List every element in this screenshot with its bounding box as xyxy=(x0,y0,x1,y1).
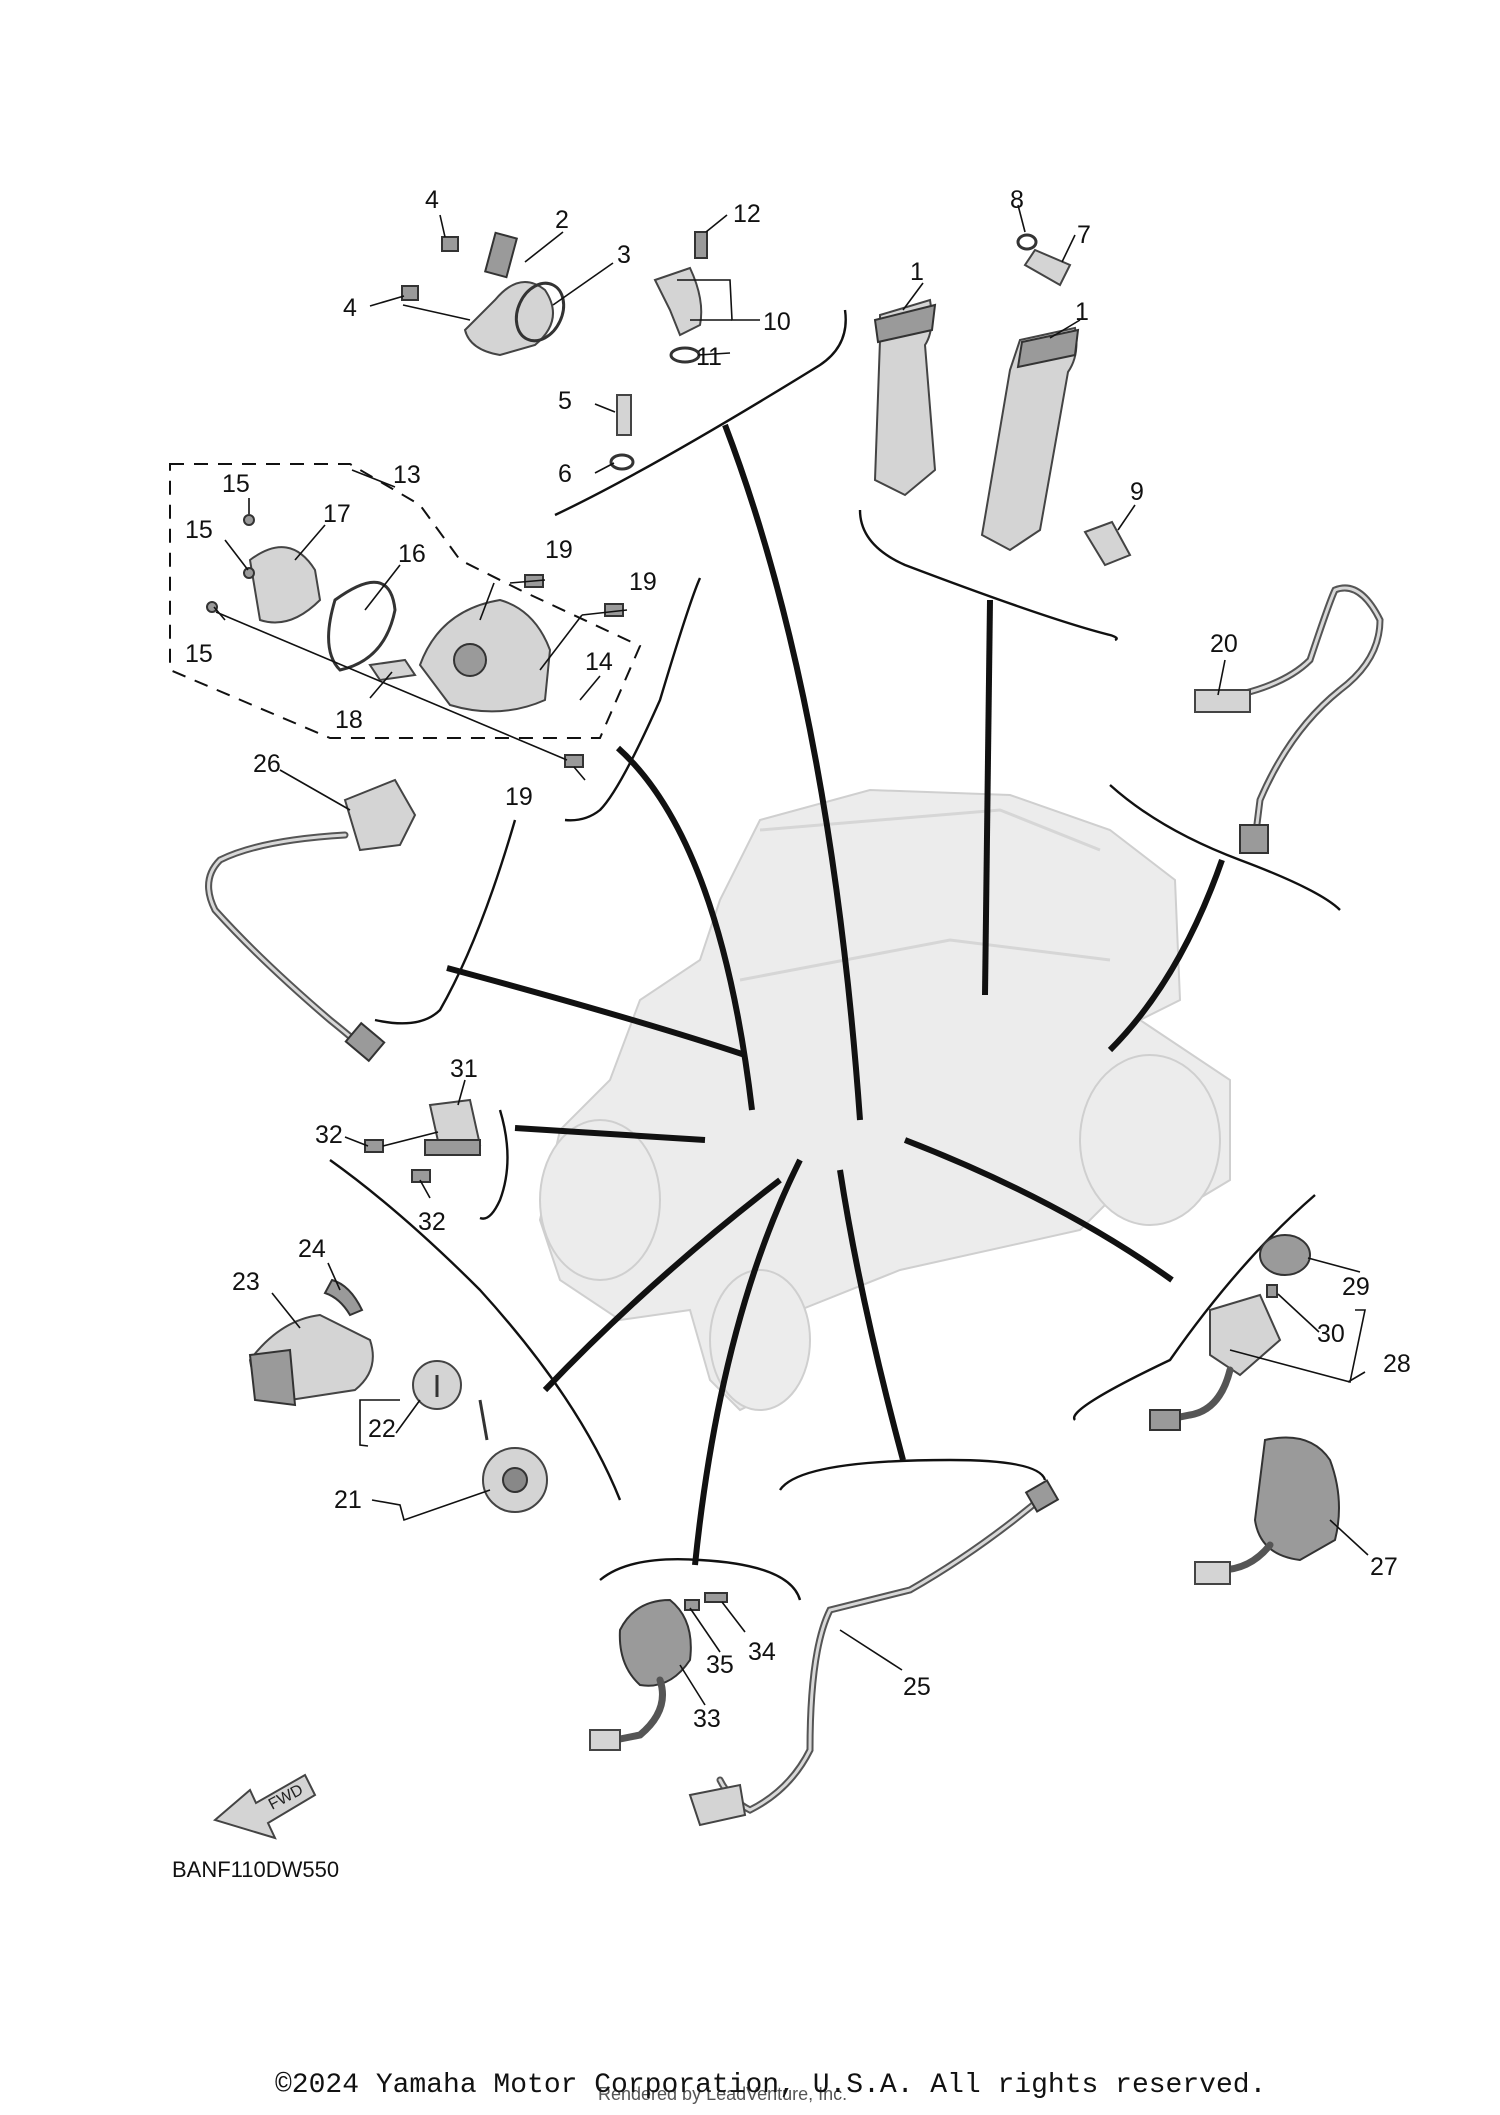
part-28-rectifier xyxy=(1149,1293,1282,1431)
callout-25: 25 xyxy=(903,1673,931,1701)
part-10-sensor xyxy=(653,266,703,337)
callout-15-c: 15 xyxy=(185,640,213,668)
part-11-oring xyxy=(669,346,701,364)
part-25-sensor xyxy=(688,1479,1060,1827)
callout-19-a: 19 xyxy=(545,536,573,564)
part-7-sensor xyxy=(1023,248,1072,287)
callout-31: 31 xyxy=(450,1055,478,1083)
callout-26: 26 xyxy=(253,750,281,778)
part-8-oring xyxy=(1016,233,1038,251)
callout-4-upper: 4 xyxy=(425,186,439,214)
callout-15-a: 15 xyxy=(222,470,250,498)
group-brackets xyxy=(329,309,1341,1601)
callout-29: 29 xyxy=(1342,1273,1370,1301)
callout-18: 18 xyxy=(335,706,363,734)
part-24-cover xyxy=(323,1278,364,1317)
callout-5: 5 xyxy=(558,387,572,415)
part-34-screw xyxy=(704,1592,728,1603)
callout-19-b: 19 xyxy=(629,568,657,596)
callout-4-lower: 4 xyxy=(343,294,357,322)
callout-32-a: 32 xyxy=(315,1121,343,1149)
callout-9: 9 xyxy=(1130,478,1144,506)
forward-arrow-icon: FWD xyxy=(212,1773,317,1840)
part-4-bolt-lower xyxy=(401,285,419,301)
callout-33: 33 xyxy=(693,1705,721,1733)
callout-34: 34 xyxy=(748,1638,776,1666)
callout-16: 16 xyxy=(398,540,426,568)
part-23-main-switch xyxy=(248,1313,374,1407)
callout-10: 10 xyxy=(763,308,791,336)
part-16-gasket xyxy=(327,580,397,672)
callout-23: 23 xyxy=(232,1268,260,1296)
kit-13-outline xyxy=(169,463,642,739)
part-18-bracket xyxy=(368,658,417,682)
callout-1-right: 1 xyxy=(1075,298,1089,326)
part-19-bolt-c xyxy=(564,754,584,768)
vehicle-silhouette xyxy=(538,788,1231,1412)
part-15-screw-a xyxy=(243,514,255,526)
part-15-screw-c xyxy=(206,601,218,613)
part-14-assembly xyxy=(418,598,552,713)
part-35-bolt xyxy=(684,1599,700,1611)
part-31-relay xyxy=(424,1098,482,1156)
part-12-bolt xyxy=(694,231,708,259)
rendered-by: Rendered by LeadVenture, Inc. xyxy=(598,2084,847,2104)
callout-2: 2 xyxy=(555,206,569,234)
callout-13: 13 xyxy=(393,461,421,489)
part-15-screw-b xyxy=(243,567,255,579)
callout-11: 11 xyxy=(696,343,722,371)
part-3-oring xyxy=(514,281,566,343)
connector-spokes xyxy=(446,423,1225,1566)
callout-17: 17 xyxy=(323,500,351,528)
part-2-sensor xyxy=(463,231,554,357)
callout-1-left: 1 xyxy=(910,258,924,286)
part-6-washer xyxy=(609,453,635,471)
callout-15-b: 15 xyxy=(185,516,213,544)
callout-7: 7 xyxy=(1077,221,1091,249)
part-22-knob xyxy=(412,1360,462,1410)
callout-3: 3 xyxy=(617,241,631,269)
copyright-notice: ©2024 Yamaha Motor Corporation, U.S.A. A… xyxy=(275,2070,1266,2101)
callout-28: 28 xyxy=(1383,1350,1411,1378)
part-30-clip xyxy=(1266,1284,1278,1298)
part-5-switch xyxy=(616,394,632,436)
diagram-code: BANF110DW550 xyxy=(172,1857,339,1882)
part-9-sensor xyxy=(1083,520,1132,567)
part-17-cover xyxy=(248,546,322,624)
callout-20: 20 xyxy=(1210,630,1238,658)
callout-19-c: 19 xyxy=(505,783,533,811)
part-26-sensor xyxy=(205,778,417,1063)
part-29-cap xyxy=(1259,1234,1311,1276)
part-1-ignition-coil-right xyxy=(980,326,1080,552)
callout-35: 35 xyxy=(706,1651,734,1679)
part-1-ignition-coil-left xyxy=(873,298,937,497)
callout-14: 14 xyxy=(585,648,613,676)
callout-8: 8 xyxy=(1010,186,1024,214)
leader-lines xyxy=(213,204,1369,1706)
callout-24: 24 xyxy=(298,1235,326,1263)
callout-6: 6 xyxy=(558,460,572,488)
callout-12: 12 xyxy=(733,200,761,228)
part-4-bolt-upper xyxy=(441,236,459,252)
callout-labels: 4 4 2 3 12 10 11 5 6 8 7 1 1 9 20 13 15 … xyxy=(185,186,1411,1733)
part-27-cdi-unit xyxy=(1194,1436,1340,1585)
callout-22: 22 xyxy=(368,1415,396,1443)
part-21-key-switch xyxy=(478,1399,548,1513)
callout-21: 21 xyxy=(334,1486,362,1514)
callout-30: 30 xyxy=(1317,1320,1345,1348)
callout-27: 27 xyxy=(1370,1553,1398,1581)
part-20-oxygen-sensor xyxy=(1194,584,1384,854)
callout-32-b: 32 xyxy=(418,1208,446,1236)
part-33-speed-sensor xyxy=(589,1598,692,1751)
